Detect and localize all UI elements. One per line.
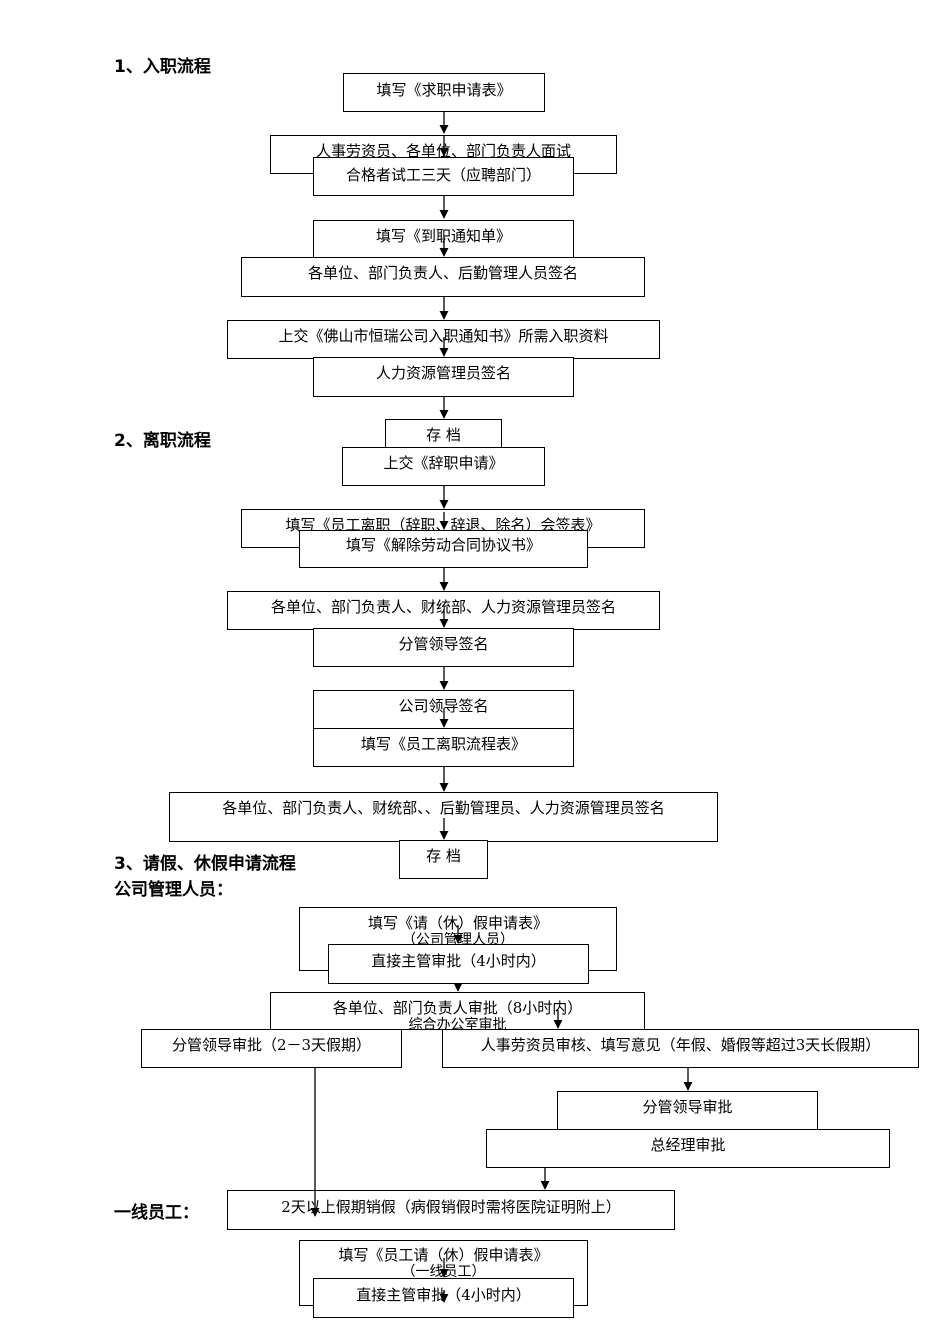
resignation-step-label: 各单位、部门负责人、财统部、、后勤管理员、人力资源管理员签名 (222, 799, 665, 817)
resignation-step-label: 上交《辞职申请》 (383, 454, 504, 472)
resignation-step-label: 填写《解除劳动合同协议书》 (345, 536, 541, 554)
leave-frontline-fill-form-label: 填写《员工请（休）假申请表》 (338, 1246, 549, 1264)
resignation-step-termination-agreement: 填写《解除劳动合同协议书》 (299, 530, 588, 568)
resignation-step-branch-leader-sign: 分管领导签名 (313, 628, 574, 667)
resignation-step-dept-finance-hr-sign: 各单位、部门负责人、财统部、人力资源管理员签名 (227, 591, 660, 630)
leave-mgmt-hr-review: 人事劳资员审核、填写意见（年假、婚假等超过3天长假期） (442, 1029, 919, 1068)
onboarding-heading: 1、入职流程 (114, 57, 211, 77)
resignation-step-archive: 存 档 (399, 840, 488, 879)
onboarding-step-hr-sign: 人力资源管理员签名 (313, 357, 574, 397)
leave-mgmt-branch-leader-short: 分管领导审批（2－3天假期） (141, 1029, 402, 1068)
leave-mgmt-dept-heads-label: 各单位、部门负责人审批（8小时内） (332, 999, 583, 1017)
onboarding-step-application-form: 填写《求职申请表》 (343, 73, 545, 112)
onboarding-step-archive: 存 档 (385, 419, 502, 451)
leave-heading: 3、请假、休假申请流程 (114, 854, 296, 874)
onboarding-step-dept-sign: 各单位、部门负责人、后勤管理人员签名 (241, 257, 645, 297)
leave-mgmt-dept-heads-sub: 综合办公室审批 (408, 1017, 507, 1030)
onboarding-step-label: 合格者试工三天（应聘部门） (345, 166, 541, 184)
leave-mgmt-supervisor-label: 直接主管审批（4小时内） (371, 952, 546, 970)
leave-frontline-supervisor: 直接主管审批（4小时内） (313, 1278, 574, 1318)
resignation-step-label: 存 档 (426, 847, 461, 865)
resignation-step-label: 各单位、部门负责人、财统部、人力资源管理员签名 (270, 598, 616, 616)
onboarding-step-label: 上交《佛山市恒瑞公司入职通知书》所需入职资料 (278, 327, 609, 345)
frontline-staff-heading: 一线员工： (114, 1203, 199, 1223)
onboarding-step-label: 人力资源管理员签名 (375, 364, 511, 382)
resignation-step-label: 分管领导签名 (398, 635, 489, 653)
resignation-step-submit-resignation: 上交《辞职申请》 (342, 447, 545, 486)
onboarding-step-label: 存 档 (426, 426, 461, 444)
onboarding-step-label: 各单位、部门负责人、后勤管理人员签名 (307, 264, 578, 282)
leave-mgmt-fill-form-label: 填写《请（休）假申请表》 (367, 914, 548, 932)
leave-mgmt-branch-leader-short-label: 分管领导审批（2－3天假期） (171, 1036, 372, 1054)
leave-cancel-label: 2天以上假期销假（病假销假时需将医院证明附上） (281, 1198, 621, 1216)
leave-cancel: 2天以上假期销假（病假销假时需将医院证明附上） (227, 1190, 675, 1230)
leave-mgmt-general-manager: 总经理审批 (486, 1129, 890, 1168)
leave-mgmt-dept-heads: 各单位、部门负责人审批（8小时内） 综合办公室审批 (270, 992, 645, 1030)
resignation-step-exit-form: 填写《员工离职流程表》 (313, 728, 574, 767)
leave-mgmt-branch-leader-label: 分管领导审批 (642, 1098, 733, 1116)
resignation-step-label: 填写《员工离职流程表》 (360, 735, 526, 753)
onboarding-step-label: 填写《求职申请表》 (376, 81, 512, 99)
leave-mgmt-supervisor: 直接主管审批（4小时内） (328, 944, 589, 984)
leave-mgmt-general-manager-label: 总经理审批 (650, 1136, 726, 1154)
resignation-step-label: 公司领导签名 (398, 697, 489, 715)
onboarding-step-trial: 合格者试工三天（应聘部门） (313, 157, 574, 196)
management-staff-heading: 公司管理人员： (114, 880, 233, 900)
resignation-heading: 2、离职流程 (114, 431, 211, 451)
leave-mgmt-hr-review-label: 人事劳资员审核、填写意见（年假、婚假等超过3天长假期） (480, 1036, 881, 1054)
